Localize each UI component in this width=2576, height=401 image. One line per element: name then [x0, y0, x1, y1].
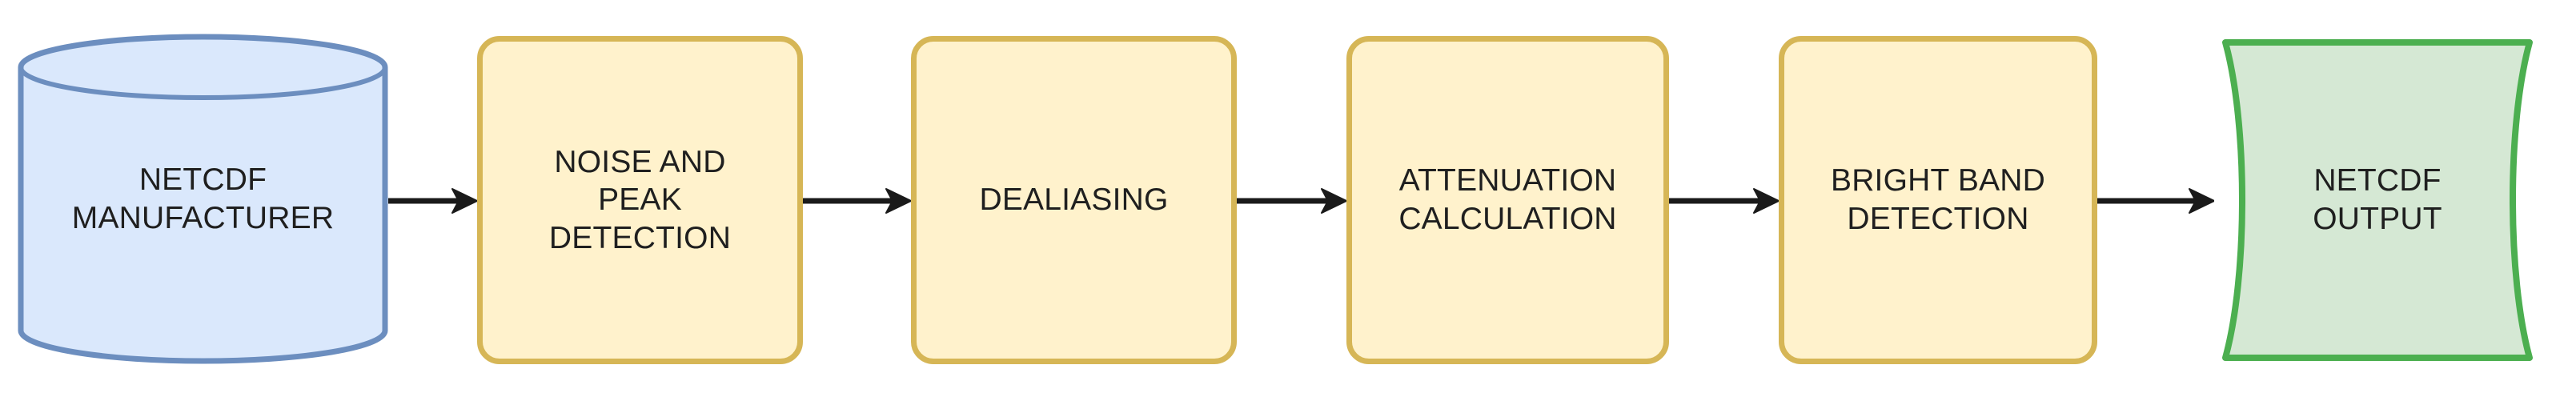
- cylinder-shape: [18, 34, 388, 364]
- node-netcdf-output[interactable]: NETCDF OUTPUT: [2209, 36, 2546, 364]
- arrow-bright-band-to-output: [2097, 185, 2214, 217]
- node-label-dealiasing: DEALIASING: [979, 182, 1169, 218]
- node-label-noise-and-peak-detection: NOISE AND PEAK DETECTION: [548, 144, 732, 255]
- node-label-attenuation-calculation: ATTENUATION CALCULATION: [1398, 163, 1617, 236]
- node-attenuation-calculation[interactable]: ATTENUATION CALCULATION: [1346, 36, 1669, 364]
- arrow-noise-to-dealiasing: [803, 185, 911, 217]
- arrow-dealiasing-to-attenuation: [1237, 185, 1346, 217]
- node-dealiasing[interactable]: DEALIASING: [911, 36, 1237, 364]
- node-label-bright-band-detection: BRIGHT BAND DETECTION: [1830, 163, 2046, 236]
- node-bright-band-detection[interactable]: BRIGHT BAND DETECTION: [1779, 36, 2097, 364]
- arrow-attenuation-to-bright-band: [1669, 185, 1779, 217]
- tape-shape: [2222, 39, 2533, 361]
- arrow-manufacturer-to-noise: [388, 185, 477, 217]
- node-netcdf-manufacturer[interactable]: NETCDF MANUFACTURER: [18, 34, 388, 364]
- node-noise-and-peak-detection[interactable]: NOISE AND PEAK DETECTION: [477, 36, 803, 364]
